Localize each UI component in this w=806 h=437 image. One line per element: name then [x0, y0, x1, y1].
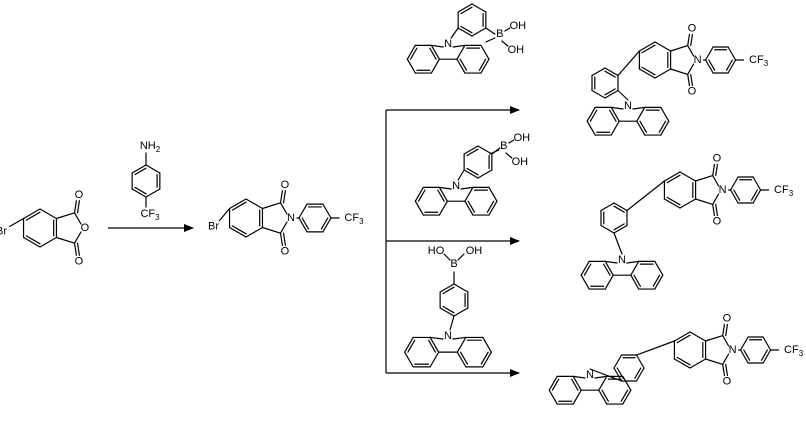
cf3-label: CF3 — [749, 54, 769, 68]
bromine-label: Br — [0, 226, 7, 238]
hydroxyl-label: OH — [508, 44, 525, 56]
carbazole-nitrogen-label: N — [444, 330, 452, 342]
cf3-label: CF3 — [774, 184, 794, 198]
hydroxyl-label: OH — [514, 132, 531, 144]
boron-label: B — [496, 28, 503, 40]
carbazole-nitrogen-label: N — [452, 180, 460, 192]
reaction-arrows — [108, 106, 520, 377]
imide-nitrogen-label: N — [719, 184, 727, 196]
carbonyl-oxygen-label: O — [723, 376, 732, 388]
carbazole-nitrogen-label: N — [444, 38, 452, 50]
carbonyl-oxygen-label: O — [688, 23, 697, 35]
amine-label: NH2 — [140, 140, 161, 154]
carbonyl-oxygen-label: O — [281, 245, 290, 257]
cf3-label: CF3 — [140, 208, 160, 222]
boron-label: B — [500, 140, 507, 152]
carbonyl-oxygen-label: O — [688, 86, 697, 98]
cf3-label: CF3 — [344, 212, 364, 226]
imide-nitrogen-label: N — [287, 212, 295, 224]
cf3-label: CF3 — [784, 344, 804, 358]
molecule-bromophthalic-anhydride: O O O Br — [0, 189, 90, 268]
carbonyl-oxygen-label: O — [713, 153, 722, 165]
carbonyl-oxygen-label: O — [723, 313, 732, 325]
carbonyl-oxygen-label: O — [281, 179, 290, 191]
boron-label: B — [450, 258, 457, 270]
carbazole-nitrogen-label: N — [624, 100, 632, 112]
hydroxyl-label: OH — [466, 245, 483, 257]
carbazole-nitrogen-label: N — [618, 254, 626, 266]
hydroxyl-label: OH — [512, 156, 529, 168]
carbazole-nitrogen-label: N — [586, 369, 594, 381]
molecule-bromo-phthalimide: O O N Br CF3 — [208, 179, 364, 258]
ring-oxygen-label: O — [81, 222, 90, 234]
carbonyl-oxygen-label: O — [75, 255, 84, 267]
molecule-meta-carbazolyl-boronic-acid: B OH OH N — [414, 132, 531, 216]
imide-nitrogen-label: N — [729, 344, 737, 356]
hydroxyl-label: OH — [510, 20, 527, 32]
molecule-para-carbazolyl-boronic-acid: B HO OH N — [404, 245, 492, 368]
imide-nitrogen-label: N — [694, 54, 702, 66]
carbonyl-oxygen-label: O — [713, 216, 722, 228]
bromine-label: Br — [208, 221, 219, 233]
molecule-ortho-carbazolyl-boronic-acid: B OH OH N — [406, 3, 527, 74]
molecules: OOOBrNH2CF3OONBrCF3BOHOHNBOHOHNBHOOHNOON… — [0, 3, 804, 405]
hydroxyl-label: HO — [428, 245, 445, 257]
carbonyl-oxygen-label: O — [75, 189, 84, 201]
